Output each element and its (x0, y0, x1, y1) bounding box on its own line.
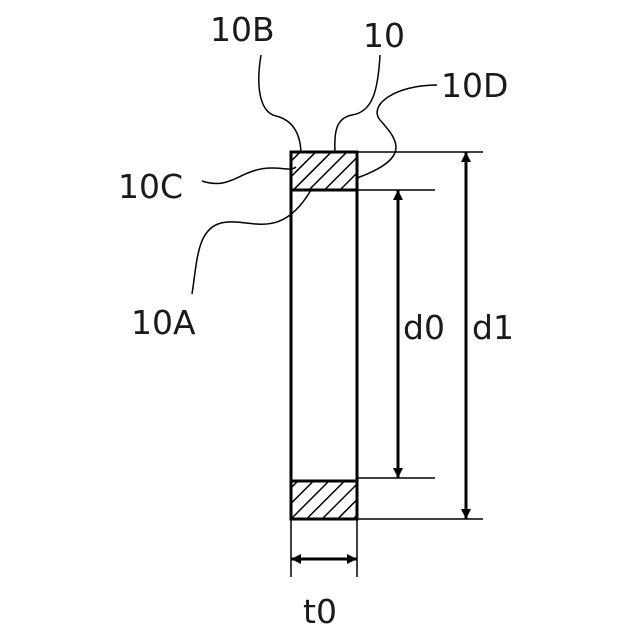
top-hatched-section (291, 152, 357, 190)
leader-line-10c (202, 167, 296, 184)
leader-line-10a (192, 190, 311, 294)
label-10b: 10B (210, 10, 275, 49)
label-10c: 10C (118, 167, 183, 206)
leader-line-10b (259, 55, 301, 152)
label-10d: 10D (441, 66, 508, 105)
leader-line-10d (357, 85, 437, 178)
label-d0: d0 (403, 308, 445, 347)
bottom-hatched-section (291, 481, 357, 519)
label-d1: d1 (472, 308, 514, 347)
label-10: 10 (363, 16, 405, 55)
ring-body-outline (291, 152, 357, 519)
label-10a: 10A (131, 303, 196, 342)
label-t0: t0 (303, 592, 337, 631)
leader-line-10 (335, 55, 380, 152)
